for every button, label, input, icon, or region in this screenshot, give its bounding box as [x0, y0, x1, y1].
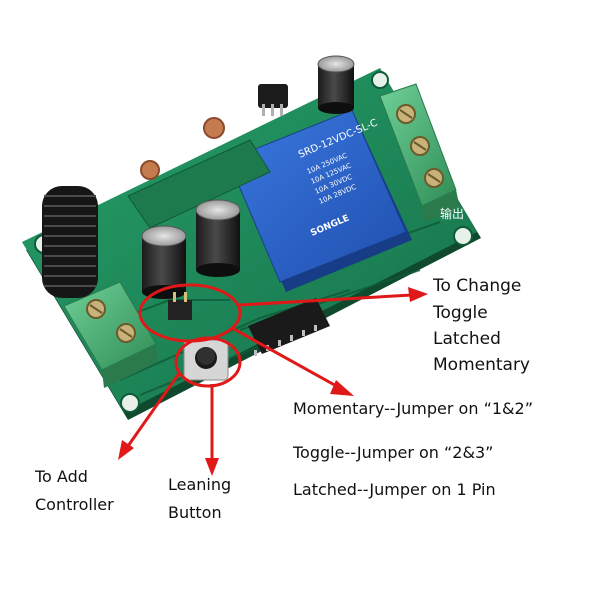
rule-toggle: Toggle--Jumper on “2&3”	[293, 443, 494, 462]
capacitor-right	[195, 199, 241, 277]
annotation-change-title: To Change	[433, 276, 522, 296]
receiver-module	[127, 117, 271, 229]
relay: SRD-12VDC-SL-C 10A 250VAC 10A 125VAC 10A…	[227, 109, 412, 292]
capacitor-top-right	[317, 55, 355, 114]
arrow-to-change	[239, 287, 428, 307]
transistor	[258, 84, 288, 116]
jumper-header	[168, 292, 192, 320]
annotation-add-line2: Controller	[35, 495, 114, 514]
left-terminal-block	[63, 281, 158, 388]
annotation-add-line1: To Add	[35, 467, 88, 486]
antenna-coil	[42, 186, 98, 298]
annotation-button-line2: Button	[168, 503, 222, 522]
annotation-marks	[138, 283, 242, 388]
annotation-change-momentary: Momentary	[433, 355, 530, 375]
rule-momentary: Momentary--Jumper on “1&2”	[293, 399, 533, 418]
arrow-to-leaning-button	[205, 384, 219, 476]
learning-push-button[interactable]	[183, 339, 229, 381]
right-terminal-block	[379, 83, 460, 222]
button-highlight-ellipse	[174, 336, 242, 388]
annotation-change-toggle: Toggle	[433, 303, 488, 323]
annotation-button-line1: Leaning	[168, 475, 232, 494]
rule-latched: Latched--Jumper on 1 Pin	[293, 480, 496, 499]
arrow-to-rules	[231, 326, 354, 396]
arrow-to-add-controller	[118, 371, 182, 460]
annotation-change-latched: Latched	[433, 329, 501, 349]
output-label: 输出	[440, 206, 464, 221]
